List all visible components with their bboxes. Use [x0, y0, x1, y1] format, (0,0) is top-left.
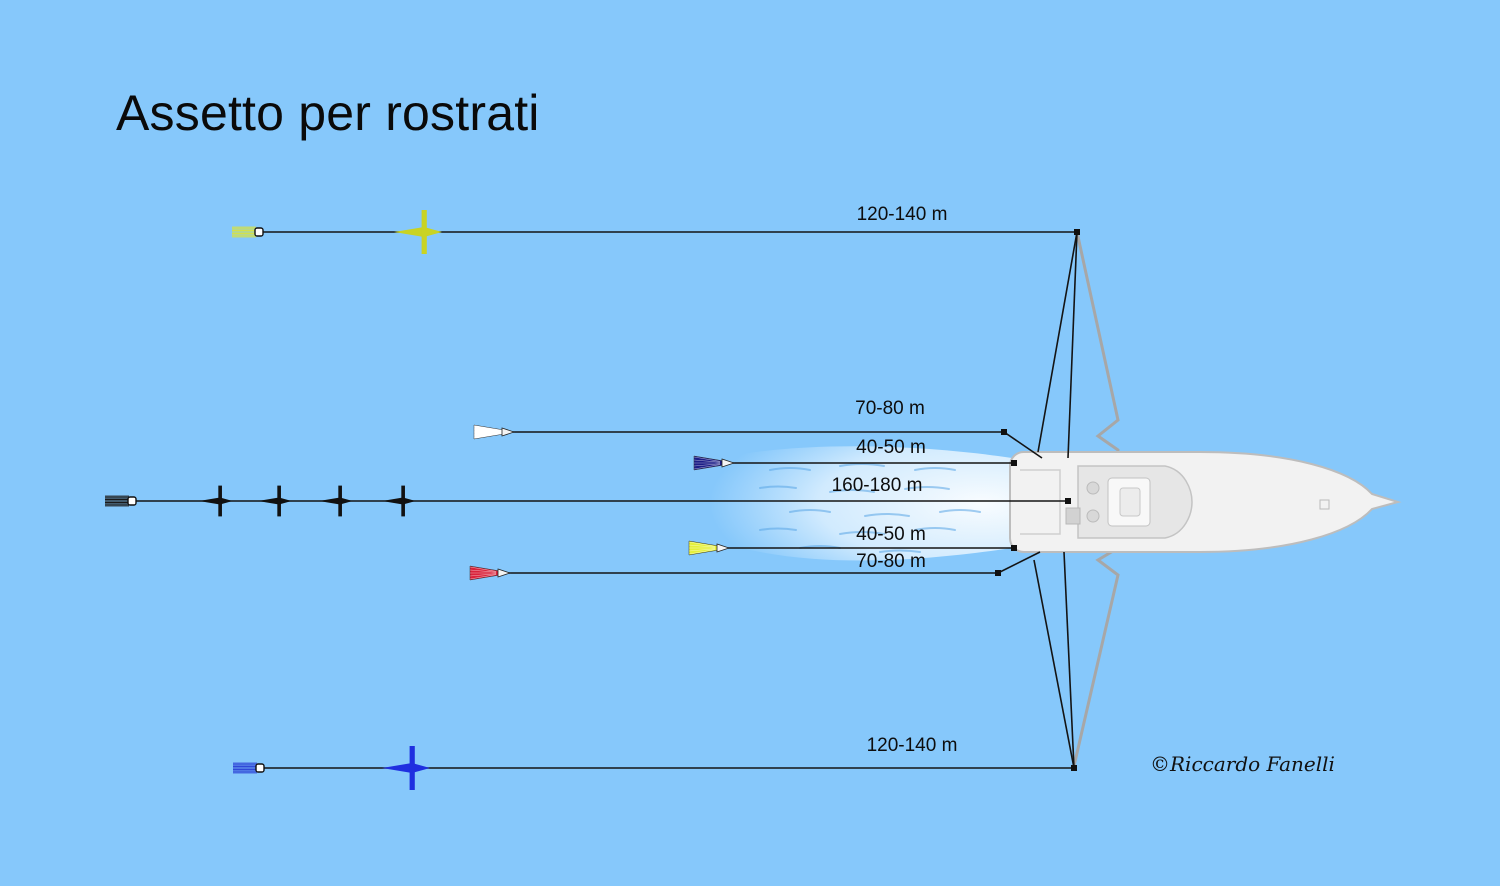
upper-flat-long-clip	[1001, 429, 1007, 435]
bottom-outrigger-leader	[1033, 559, 1075, 769]
top-outrigger-teaser	[394, 210, 442, 254]
lower-flat-short-distance-label: 40-50 m	[856, 524, 926, 545]
copyright-credit: ©Riccardo Fanelli	[1150, 752, 1335, 776]
outriggers	[1072, 230, 1120, 768]
top-outrigger-lure	[232, 226, 264, 238]
lower-flat-long-lure	[469, 565, 512, 581]
upper-flat-long-leader	[1003, 431, 1043, 459]
center-shotgun-teaser-1	[199, 485, 233, 517]
upper-flat-short-clip	[1011, 460, 1017, 466]
upper-flat-short-distance-label: 40-50 m	[856, 437, 926, 458]
lower-flat-long-clip	[995, 570, 1001, 576]
center-shotgun-clip	[1065, 498, 1071, 504]
diagram-title: Assetto per rostrati	[116, 85, 540, 141]
top-outrigger-clip	[1074, 229, 1080, 235]
center-shotgun-lure	[105, 495, 137, 507]
top-outrigger-leader	[1037, 231, 1078, 453]
lower-flat-short-clip	[1011, 545, 1017, 551]
upper-flat-short-lure	[693, 455, 736, 471]
center-shotgun-teaser-3	[319, 485, 353, 517]
lures-and-teasers	[105, 210, 1080, 790]
sport-fishing-boat	[1009, 451, 1402, 553]
bottom-outrigger-lure	[233, 762, 265, 774]
upper-flat-long-distance-label: 70-80 m	[855, 398, 925, 419]
outrigger-leader-top	[1067, 231, 1078, 459]
bottom-outrigger-teaser	[382, 746, 430, 790]
bottom-outrigger-clip	[1071, 765, 1077, 771]
distance-labels: 120-140 m 70-80 m 40-50 m 160-180 m 40-50 m 7…	[832, 204, 958, 756]
center-shotgun-distance-label: 160-180 m	[832, 475, 923, 496]
outrigger-leader-bottom	[1063, 551, 1075, 769]
bottom-outrigger-distance-label: 120-140 m	[867, 735, 958, 756]
lower-flat-long-leader	[997, 551, 1041, 574]
lower-flat-long-distance-label: 70-80 m	[856, 551, 926, 572]
center-shotgun-teaser-4	[382, 485, 416, 517]
top-outrigger-distance-label: 120-140 m	[857, 204, 948, 225]
center-shotgun-teaser-2	[258, 485, 292, 517]
boat-wake	[709, 446, 1012, 561]
upper-flat-long-lure	[473, 424, 516, 440]
lower-flat-short-lure	[688, 540, 731, 556]
